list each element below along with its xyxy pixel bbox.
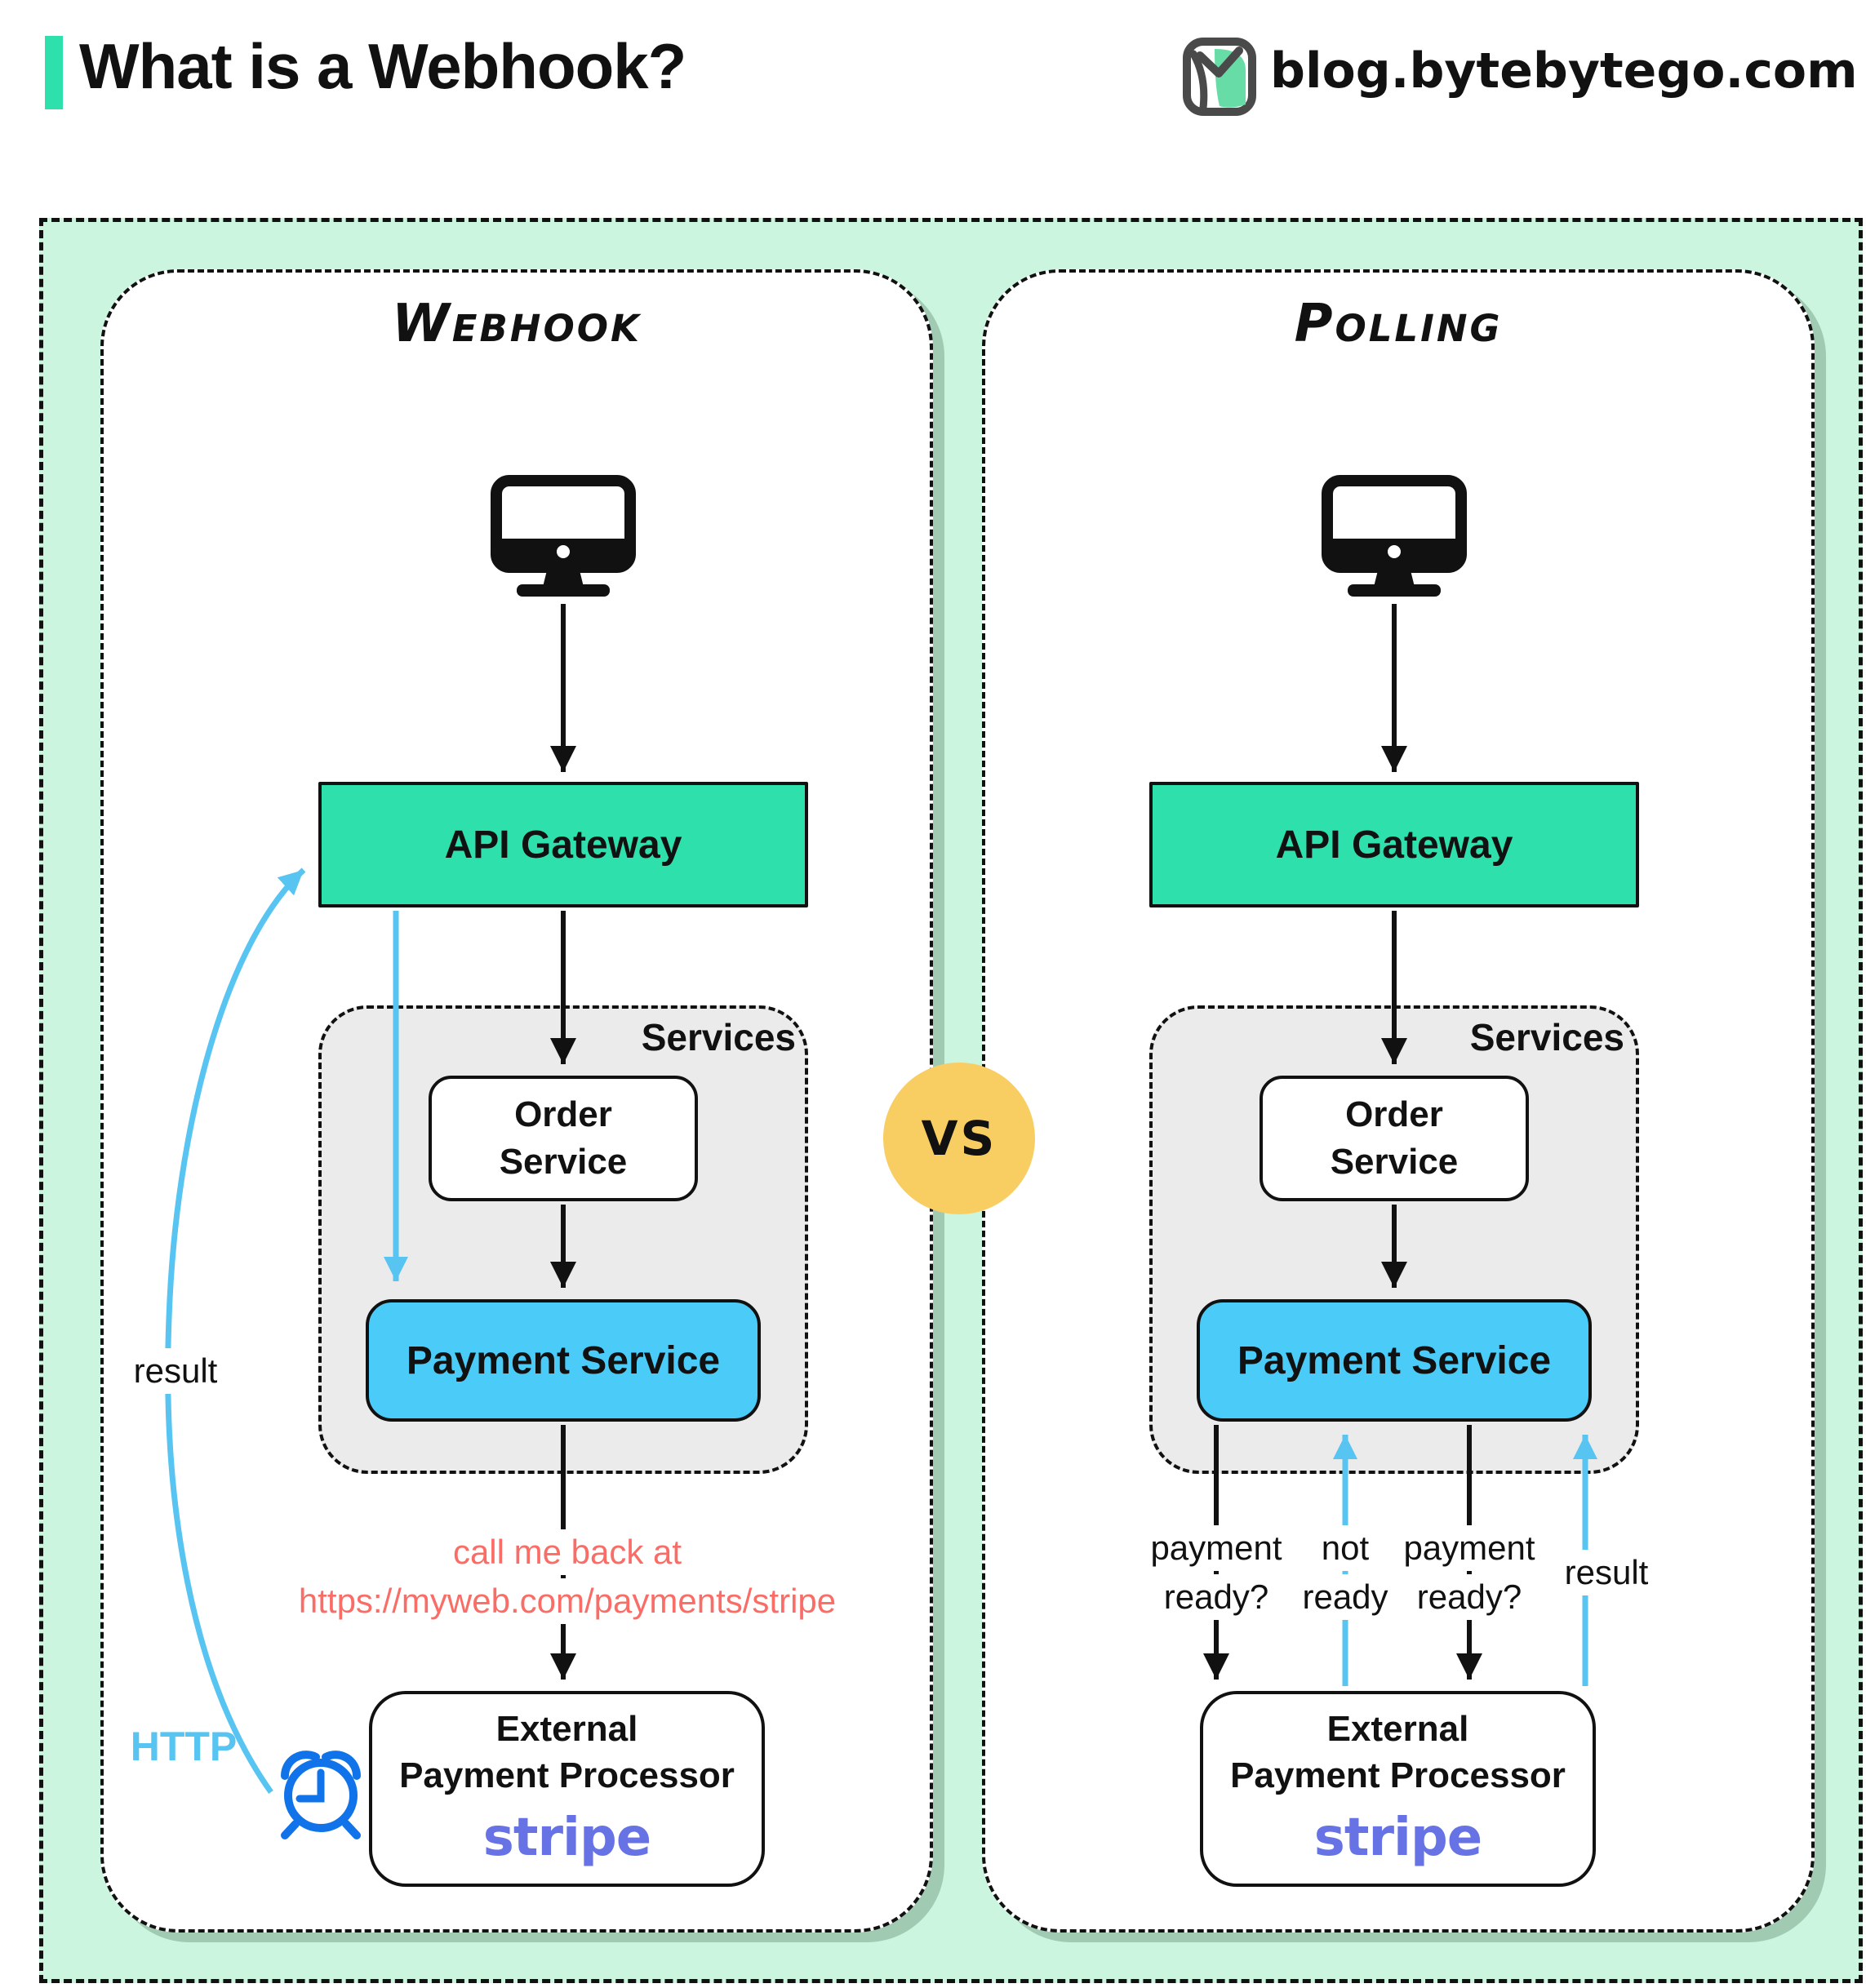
api-gateway-polling: API Gateway <box>1149 782 1639 907</box>
title-accent-bar <box>45 36 63 109</box>
api-gateway-webhook: API Gateway <box>318 782 808 907</box>
stripe-logo: stripe <box>482 1807 651 1868</box>
poll-a1-line1: not <box>1313 1525 1378 1571</box>
result-label-polling: result <box>1556 1550 1657 1595</box>
poll-q2-line1: payment <box>1395 1525 1544 1571</box>
bytebytego-logo-icon <box>1183 38 1256 116</box>
stripe-logo: stripe <box>1313 1807 1482 1868</box>
order-service-polling: Order Service <box>1260 1076 1529 1201</box>
order-service-line2: Service <box>499 1142 628 1182</box>
order-service-line2: Service <box>1330 1142 1459 1182</box>
vs-label: VS <box>921 1111 997 1166</box>
poll-q1-line1: payment <box>1142 1525 1291 1571</box>
poll-q1-line2: ready? <box>1155 1574 1277 1620</box>
webhook-panel-title: Webhook <box>392 294 642 354</box>
order-service-line1: Order <box>514 1094 612 1134</box>
external-processor-webhook: External Payment Processor stripe <box>369 1691 765 1887</box>
polling-panel-title: Polling <box>1294 294 1503 354</box>
result-label-webhook: result <box>125 1348 226 1394</box>
callback-text-line2: https://myweb.com/payments/stripe <box>290 1578 845 1624</box>
external-line1: External <box>495 1709 638 1750</box>
external-processor-polling: External Payment Processor stripe <box>1200 1691 1596 1887</box>
payment-service-polling: Payment Service <box>1197 1299 1592 1422</box>
poll-q2-line2: ready? <box>1408 1574 1531 1620</box>
page-title: What is a Webhook? <box>79 30 686 102</box>
external-line2: Payment Processor <box>1230 1755 1566 1796</box>
services-label-webhook: Services <box>641 1016 796 1058</box>
external-line1: External <box>1326 1709 1469 1750</box>
poll-a1-line2: ready <box>1294 1574 1397 1620</box>
http-label: HTTP <box>130 1724 238 1769</box>
order-service-webhook: Order Service <box>429 1076 698 1201</box>
vs-badge: VS <box>883 1063 1035 1214</box>
payment-service-label: Payment Service <box>1237 1338 1552 1382</box>
site-name: blog.bytebytego.com <box>1270 42 1858 100</box>
external-line2: Payment Processor <box>399 1755 735 1796</box>
payment-service-webhook: Payment Service <box>366 1299 761 1422</box>
callback-text-line1: call me back at <box>444 1529 691 1575</box>
api-gateway-label: API Gateway <box>444 823 682 867</box>
order-service-line1: Order <box>1345 1094 1443 1134</box>
services-label-polling: Services <box>1469 1016 1624 1058</box>
payment-service-label: Payment Service <box>406 1338 721 1382</box>
api-gateway-label: API Gateway <box>1275 823 1513 867</box>
